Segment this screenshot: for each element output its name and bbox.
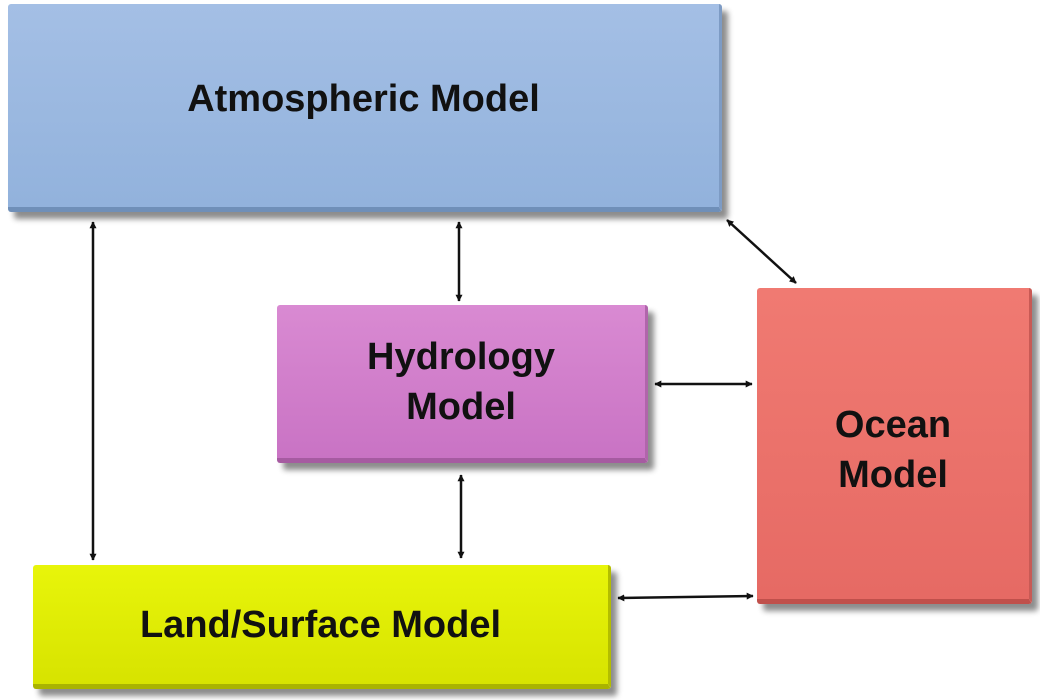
hydrology-model-box: Hydrology Model bbox=[277, 305, 648, 463]
hydrology-model-label-line1: Hydrology bbox=[367, 335, 555, 378]
atmospheric-model-box: Atmospheric Model bbox=[8, 4, 722, 212]
edge-land-ocean bbox=[617, 592, 754, 602]
ocean-model-label-line2: Model bbox=[838, 453, 948, 496]
ocean-model-label-line1: Ocean bbox=[834, 403, 952, 446]
land-surface-model-box: Land/Surface Model bbox=[33, 565, 611, 689]
atmospheric-model-label: Atmospheric Model bbox=[187, 77, 540, 120]
edge-atmospheric-ocean bbox=[726, 219, 797, 284]
land-surface-model-label: Land/Surface Model bbox=[139, 603, 502, 646]
hydrology-model-label-line2: Model bbox=[406, 385, 516, 428]
ocean-model-box: Ocean Model bbox=[757, 288, 1032, 604]
